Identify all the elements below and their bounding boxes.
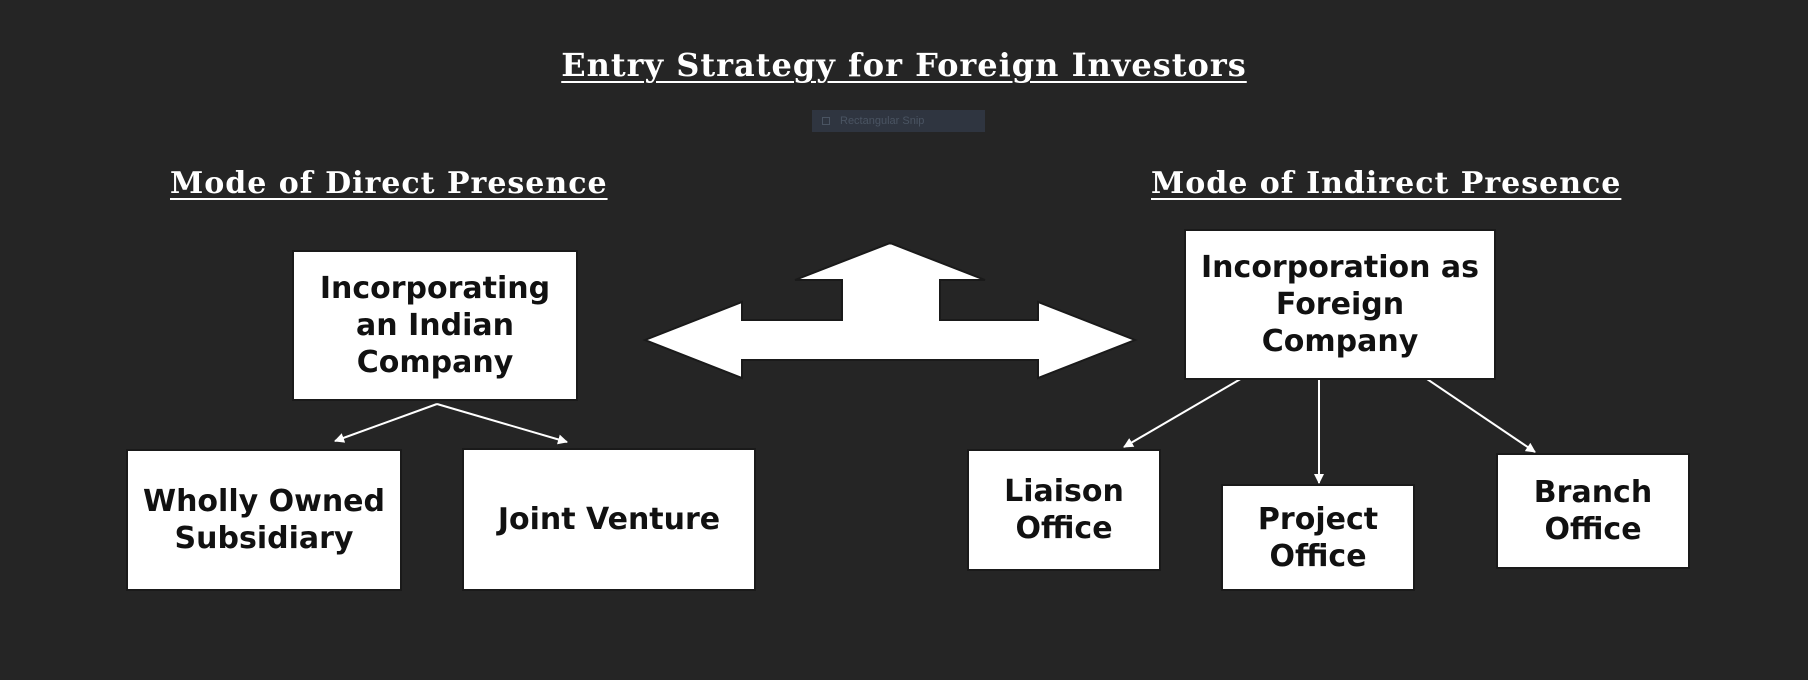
connector-foreign-to-liaison bbox=[1123, 376, 1245, 448]
box-label: Branch Office bbox=[1533, 475, 1653, 547]
rectangular-snip-chip[interactable]: Rectangular Snip bbox=[812, 110, 985, 132]
box-label: Project Office bbox=[1257, 501, 1379, 574]
box-joint-venture: Joint Venture bbox=[462, 448, 756, 591]
indirect-presence-heading: Mode of Indirect Presence bbox=[1151, 166, 1622, 201]
connector-root-to-wholly-owned bbox=[334, 403, 438, 443]
box-incorporation-foreign-company: Incorporation as Foreign Company bbox=[1184, 229, 1496, 380]
box-project-office: Project Office bbox=[1221, 484, 1415, 591]
box-label: Incorporation as Foreign Company bbox=[1201, 250, 1479, 359]
box-incorporating-indian-company: Incorporating an Indian Company bbox=[292, 250, 578, 401]
connector-foreign-to-branch bbox=[1423, 376, 1536, 453]
box-label: Joint Venture bbox=[497, 502, 721, 537]
box-label: Incorporating an Indian Company bbox=[319, 271, 551, 380]
diagram-title: Entry Strategy for Foreign Investors bbox=[561, 46, 1247, 84]
connector-root-to-joint-venture bbox=[436, 403, 568, 445]
direct-presence-heading: Mode of Direct Presence bbox=[170, 166, 608, 201]
box-label: Liaison Office bbox=[1004, 474, 1124, 546]
box-liaison-office: Liaison Office bbox=[967, 449, 1161, 571]
central-three-way-arrow bbox=[642, 241, 1138, 380]
box-branch-office: Branch Office bbox=[1496, 453, 1690, 569]
box-label: Wholly Owned Subsidiary bbox=[142, 484, 386, 556]
box-wholly-owned-subsidiary: Wholly Owned Subsidiary bbox=[126, 449, 402, 591]
snip-icon bbox=[822, 117, 830, 125]
snip-chip-label: Rectangular Snip bbox=[840, 115, 925, 127]
